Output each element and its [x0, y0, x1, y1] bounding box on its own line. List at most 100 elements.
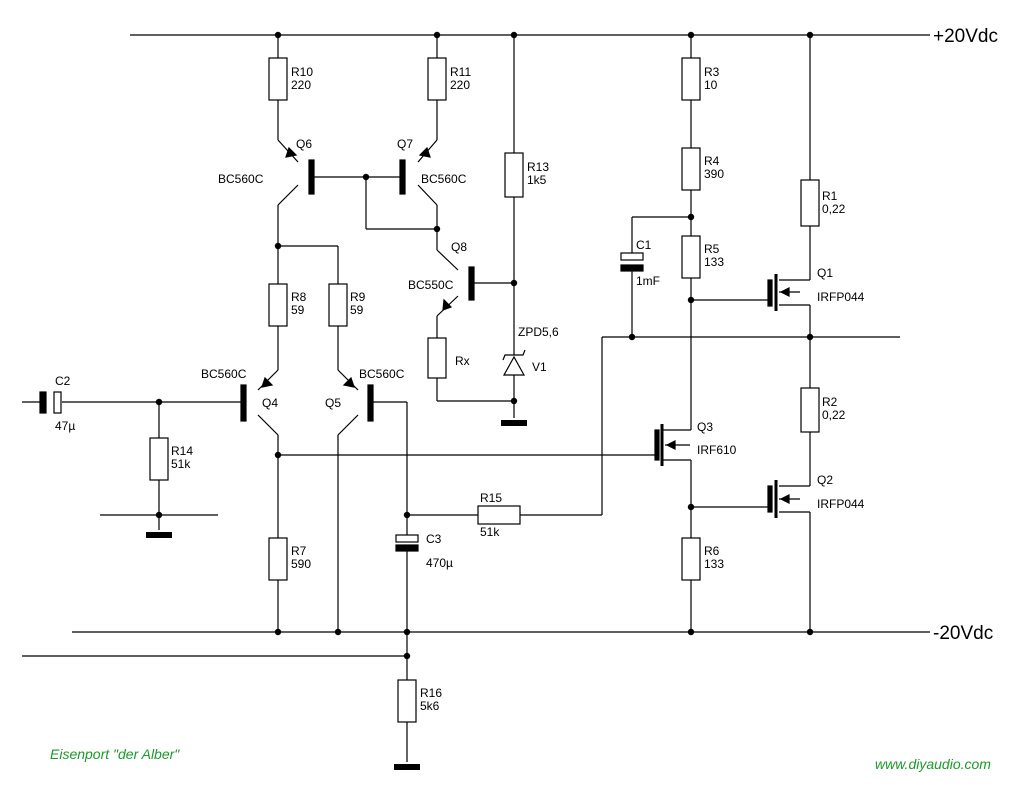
junction-dot — [334, 628, 342, 636]
junction-dot — [806, 333, 814, 341]
junction-dot — [403, 511, 411, 519]
label-R14-ref: R14 — [171, 444, 193, 458]
transistor-Q4-base — [240, 384, 247, 422]
junction-dot — [806, 628, 814, 636]
resistor-R6 — [681, 537, 701, 581]
junction-dot — [274, 628, 282, 636]
label-C1-value: 1mF — [636, 274, 660, 288]
junction-dot — [687, 296, 695, 304]
resistors — [149, 57, 820, 723]
label-Q3-ref: Q3 — [697, 420, 713, 434]
grounds — [146, 420, 527, 770]
label-R8-value: 59 — [291, 303, 305, 317]
transistor-Q8-arrow — [442, 298, 453, 311]
label-R6-value: 133 — [704, 557, 724, 571]
label-Q7-type: BC560C — [421, 172, 467, 186]
label-R1-ref: R1 — [822, 189, 838, 203]
capacitor-C1 — [620, 252, 644, 272]
label-R3-ref: R3 — [704, 65, 720, 79]
label-R13-ref: R13 — [527, 160, 549, 174]
source-credit: www.diyaudio.com — [875, 756, 991, 772]
resistor-R10 — [268, 57, 288, 101]
transistor-Q6-arrow — [285, 146, 298, 158]
resistor-R15 — [477, 505, 521, 525]
labels: +20Vdc -20Vdc R10 220 R11 220 R13 1k5 R3… — [50, 26, 998, 772]
label-Q2-ref: Q2 — [817, 473, 833, 487]
wires — [22, 34, 930, 762]
label-C2-value: 47µ — [55, 419, 75, 433]
junction-dot — [403, 652, 411, 660]
label-Q7-ref: Q7 — [397, 137, 413, 151]
label-R7-ref: R7 — [291, 544, 307, 558]
label-R7-value: 590 — [291, 557, 311, 571]
label-R13-value: 1k5 — [527, 173, 547, 187]
resistor-R13 — [504, 152, 524, 198]
junctions — [155, 31, 814, 660]
junction-dot — [510, 279, 518, 287]
junction-dot — [510, 397, 518, 405]
label-V1-ref: V1 — [532, 360, 547, 374]
label-R9-value: 59 — [350, 303, 364, 317]
mosfets — [654, 274, 800, 518]
resistor-R4 — [681, 147, 701, 191]
label-R11-ref: R11 — [450, 65, 471, 79]
mosfet-Q1 — [767, 274, 800, 311]
mosfet-Q2 — [767, 480, 800, 518]
label-R16-ref: R16 — [420, 686, 442, 700]
label-R1-value: 0,22 — [822, 202, 846, 216]
label-C1-ref: C1 — [636, 238, 652, 252]
label-Q3-type: IRF610 — [697, 443, 737, 457]
ground-symbol — [146, 532, 172, 538]
label-R8-ref: R8 — [291, 290, 307, 304]
label-R10-value: 220 — [291, 78, 311, 92]
label-C2-ref: C2 — [55, 374, 71, 388]
ground-symbol — [501, 420, 527, 426]
label-Q5-type: BC560C — [359, 367, 405, 381]
junction-dot — [155, 398, 163, 406]
label-C3-ref: C3 — [426, 532, 442, 546]
junction-dot — [510, 31, 518, 39]
label-Q1-ref: Q1 — [817, 266, 833, 280]
resistor-R11 — [427, 57, 447, 101]
label-Rx-ref: Rx — [455, 354, 470, 368]
junction-dot — [274, 451, 282, 459]
transistor-Q6-base — [308, 159, 315, 195]
label-Q1-type: IRFP044 — [817, 290, 865, 304]
transistor-Q7-base — [399, 159, 406, 195]
negative-rail-label: -20Vdc — [933, 623, 993, 644]
junction-dot — [433, 225, 441, 233]
junction-dot — [687, 628, 695, 636]
capacitor-C2 — [39, 391, 62, 414]
schematic-title: Eisenport "der Alber" — [50, 746, 180, 762]
label-R10-ref: R10 — [291, 65, 313, 79]
label-R5-value: 133 — [704, 255, 724, 269]
label-R2-value: 0,22 — [822, 408, 846, 422]
resistor-R2 — [800, 387, 820, 433]
junction-dot — [687, 213, 695, 221]
label-V1-type: ZPD5,6 — [518, 325, 559, 339]
bjt-transistors — [240, 146, 475, 422]
label-R11-value: 220 — [450, 78, 470, 92]
label-R6-ref: R6 — [704, 544, 720, 558]
label-R5-ref: R5 — [704, 242, 720, 256]
label-Q8-ref: Q8 — [451, 240, 467, 254]
resistor-R16 — [397, 679, 417, 723]
resistor-R8 — [268, 283, 288, 327]
label-R16-value: 5k6 — [420, 699, 440, 713]
transistor-Q5-arrow — [342, 376, 355, 388]
mosfet-Q3 — [654, 424, 690, 466]
label-R4-ref: R4 — [704, 154, 720, 168]
transistor-Q8-base — [468, 266, 475, 301]
label-R9-ref: R9 — [350, 290, 366, 304]
resistor-R14 — [149, 437, 169, 481]
resistor-R5 — [681, 235, 701, 279]
capacitor-C3 — [395, 534, 419, 552]
label-R2-ref: R2 — [822, 395, 838, 409]
label-Q4-ref: Q4 — [262, 396, 278, 410]
resistor-R9 — [328, 283, 348, 327]
junction-dot — [274, 242, 282, 250]
resistor-Rx — [427, 337, 447, 379]
label-Q8-type: BC550C — [408, 278, 454, 292]
